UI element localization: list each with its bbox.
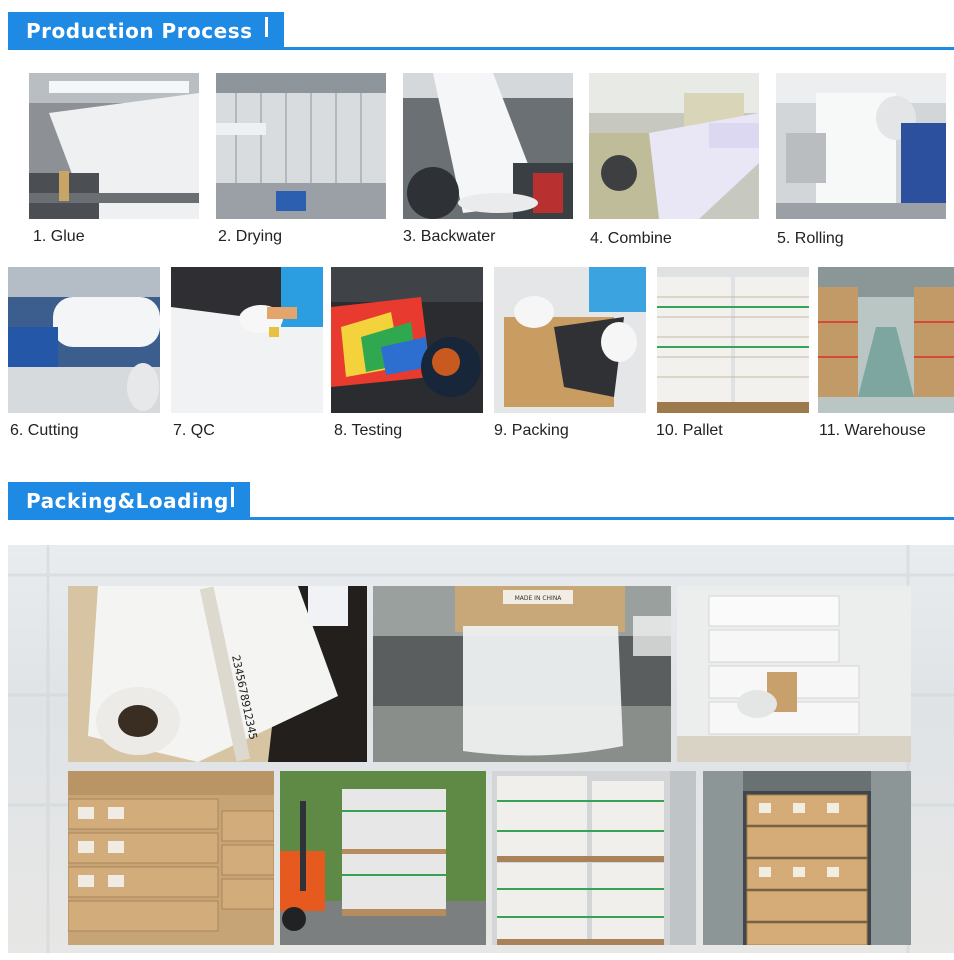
process-photo-backwater [403,73,573,219]
process-label-qc: 7. QC [173,422,215,439]
packing-section-title: Packing&Loading [26,489,229,513]
process-label-pallet: 10. Pallet [656,422,723,439]
process-label-cutting: 6. Cutting [10,422,79,439]
production-section-title: Production Process [26,19,253,43]
header-rule [284,47,954,50]
process-photo-glue [29,73,199,219]
process-photo-combine [589,73,759,219]
process-photo-packing [494,267,646,413]
process-photo-cutting [8,267,160,413]
process-photo-pallet [657,267,809,413]
process-label-testing: 8. Testing [334,422,403,439]
box-label-text: MADE IN CHINA [515,595,563,602]
process-photo-drying [216,73,386,219]
process-photo-testing [331,267,483,413]
header-rule [250,517,954,520]
process-photo-warehouse [818,267,954,413]
process-label-combine: 4. Combine [590,230,672,247]
packing-photo-pallets [492,771,696,945]
packing-section-tab: Packing&Loading [8,482,250,520]
production-section-tab: Production Process [8,12,284,50]
process-photo-rolling [776,73,946,219]
process-label-warehouse: 11. Warehouse [819,422,926,439]
process-label-glue: 1. Glue [33,228,85,245]
header-accent-bar [231,487,234,507]
process-photo-qc [171,267,323,413]
process-label-drying: 2. Drying [218,228,283,245]
process-label-rolling: 5. Rolling [777,230,844,247]
packing-photo-boxes-stack [677,586,911,762]
production-section-header: Production Process [8,12,954,52]
packing-photo-container [703,771,911,945]
packing-photo-forklift [280,771,486,945]
packing-photo-roll-measure: 2345678912345 [68,586,367,762]
header-accent-bar [265,17,268,37]
process-label-packing: 9. Packing [494,422,569,439]
packing-photo-carton-stack [68,771,274,945]
packing-section-header: Packing&Loading [8,482,954,522]
packing-photo-bagged-roll: MADE IN CHINA [373,586,671,762]
process-label-backwater: 3. Backwater [403,228,496,245]
